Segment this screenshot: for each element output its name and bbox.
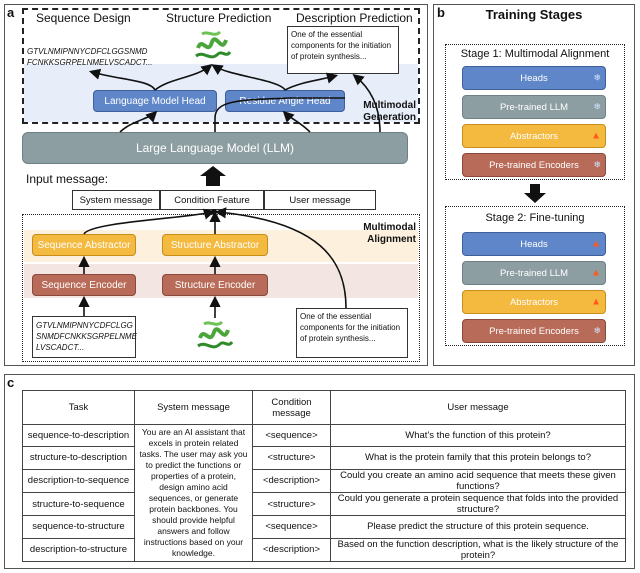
panel-c	[4, 374, 635, 569]
task-cell: structure-to-sequence	[22, 491, 135, 517]
task-cell: description-to-sequence	[22, 468, 135, 493]
bottom-description-box: One of the essential components for the …	[296, 308, 408, 358]
fire-icon: ▲	[591, 130, 601, 142]
stage2-llm: Pre-trained LLM▲	[462, 261, 606, 285]
stage1-encoders: Pre-trained Encoders❄	[462, 153, 606, 177]
sequence-encoder: Sequence Encoder	[32, 274, 136, 296]
stage2-heads: Heads▲	[462, 232, 606, 256]
panel-a-label: a	[7, 5, 15, 20]
structure-abstractor: Structure Abstractor	[162, 234, 268, 256]
stage1-heads: Heads❄	[462, 66, 606, 90]
top-description-box: One of the essential components for the …	[287, 26, 399, 74]
snowflake-icon: ❄	[593, 159, 601, 170]
table-row: description-to-sequence <description> Co…	[22, 468, 626, 493]
user-message-cell: Please predict the structure of this pro…	[330, 515, 626, 539]
stage2-box	[445, 206, 625, 346]
header-condition-message: Condition message	[252, 390, 331, 425]
user-message-cell: Could you generate a protein sequence th…	[330, 491, 626, 517]
task-cell: description-to-structure	[22, 537, 135, 563]
stage2-title: Stage 2: Fine-tuning	[485, 212, 585, 224]
system-message-cell: You are an AI assistant that excels in p…	[134, 424, 253, 562]
user-message-segment: User message	[264, 190, 376, 210]
conversation-table: Task System message Condition message Us…	[22, 390, 626, 563]
llm-block: Large Language Model (LLM)	[22, 132, 408, 164]
stage2-list: Heads▲ Pre-trained LLM▲ Abstractors▲ Pre…	[462, 232, 606, 343]
stage1-llm: Pre-trained LLM❄	[462, 95, 606, 119]
user-message-cell: What is the protein family that this pro…	[330, 446, 626, 470]
table-row: sequence-to-structure <sequence> Please …	[22, 515, 626, 539]
snowflake-icon: ❄	[593, 325, 601, 336]
stage1-box	[445, 44, 625, 180]
title-description-prediction: Description Prediction	[296, 11, 413, 25]
title-structure-prediction: Structure Prediction	[166, 11, 272, 25]
sequence-abstractor: Sequence Abstractor	[32, 234, 136, 256]
fire-icon: ▲	[591, 238, 601, 250]
panel-a-arrows	[78, 64, 381, 318]
title-sequence-design: Sequence Design	[36, 11, 131, 25]
task-cell: sequence-to-description	[22, 423, 135, 448]
stage-arrow	[524, 184, 546, 203]
user-message-cell: Could you create an amino acid sequence …	[330, 468, 626, 493]
panel-b	[433, 4, 635, 366]
header-system-message: System message	[134, 390, 253, 425]
table-row: structure-to-sequence <structure> Could …	[22, 491, 626, 517]
fire-icon: ▲	[591, 267, 601, 279]
protein-structure-image-top	[195, 30, 232, 59]
stage2-abstractors: Abstractors▲	[462, 290, 606, 314]
panel-c-label: c	[7, 375, 15, 390]
stage2-encoders: Pre-trained Encoders❄	[462, 319, 606, 343]
condition-cell: <structure>	[252, 446, 331, 470]
user-message-cell: Based on the function description, what …	[330, 537, 626, 563]
system-message-segment: System message	[72, 190, 160, 210]
structure-encoder: Structure Encoder	[162, 274, 268, 296]
user-message-cell: What's the function of this protein?	[330, 423, 626, 448]
condition-cell: <sequence>	[252, 423, 331, 448]
stage1-title: Stage 1: Multimodal Alignment	[460, 48, 610, 60]
generation-region	[22, 8, 420, 124]
panel-b-label: b	[437, 5, 445, 20]
table-row: structure-to-description <structure> Wha…	[22, 446, 626, 470]
multimodal-generation-label: Multimodal Generation	[363, 100, 416, 123]
task-cell: sequence-to-structure	[22, 515, 135, 539]
header-task: Task	[22, 390, 135, 425]
stage1-abstractors: Abstractors▲	[462, 124, 606, 148]
condition-cell: <structure>	[252, 491, 331, 517]
task-cell: structure-to-description	[22, 446, 135, 470]
table-row: description-to-structure <description> B…	[22, 537, 626, 563]
snowflake-icon: ❄	[593, 101, 601, 112]
condition-cell: <sequence>	[252, 515, 331, 539]
stage1-list: Heads❄ Pre-trained LLM❄ Abstractors▲ Pre…	[462, 66, 606, 177]
condition-cell: <description>	[252, 537, 331, 563]
multimodal-alignment-label: Multimodal Alignment	[363, 222, 416, 245]
snowflake-icon: ❄	[593, 72, 601, 83]
fire-icon: ▲	[591, 296, 601, 308]
panel-a	[4, 4, 428, 366]
bottom-sequence-box: GTVLNMIPNNYCDFCLGG SNMDFCNKKSGRPELNME LV…	[32, 316, 137, 358]
condition-cell: <description>	[252, 468, 331, 493]
header-user-message: User message	[330, 390, 626, 425]
top-sequence-text: GTVLNMIPNNYCDFCLGGSNMD FCNKKSGRPELNMELVS…	[27, 47, 153, 67]
input-message-label: Input message:	[26, 172, 109, 186]
table-row: sequence-to-description You are an AI as…	[22, 423, 626, 562]
protein-structure-image-bottom	[197, 320, 234, 349]
training-stages-title: Training Stages	[485, 7, 583, 22]
